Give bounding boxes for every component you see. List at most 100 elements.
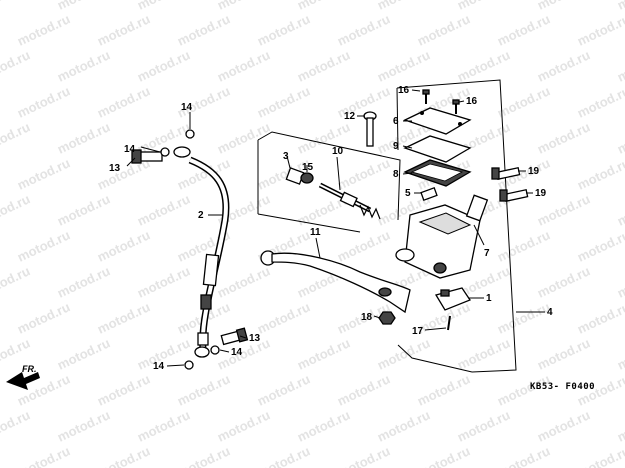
callout-14-b: 14 <box>124 144 136 155</box>
watermark-text: motod.ru <box>455 0 512 13</box>
callout-13-top: 13 <box>109 163 121 174</box>
watermark-text: motod.ru <box>255 443 312 468</box>
brake-lever <box>260 250 411 314</box>
banjo-bolt-bottom <box>220 327 249 346</box>
watermark-text: motod.ru <box>455 335 512 372</box>
watermark-text: motod.ru <box>535 335 592 372</box>
master-cylinder-body <box>395 194 489 279</box>
watermark-text: motod.ru <box>135 191 192 228</box>
watermark-text: motod.ru <box>215 119 272 156</box>
watermark-text: motod.ru <box>575 227 625 264</box>
watermark-text: motod.ru <box>135 263 192 300</box>
watermark-text: motod.ru <box>575 443 625 468</box>
watermark-text: motod.ru <box>15 83 72 120</box>
watermark-text: motod.ru <box>95 227 152 264</box>
callout-3: 3 <box>283 151 289 162</box>
callout-10: 10 <box>332 146 344 157</box>
watermark-text: motod.ru <box>15 155 72 192</box>
watermark-text: motod.ru <box>215 0 272 13</box>
watermark-text: motod.ru <box>55 263 112 300</box>
watermark-text: motod.ru <box>15 443 72 468</box>
group-outline-4 <box>396 79 545 373</box>
group-outline-10 <box>257 131 401 233</box>
watermark-text: motod.ru <box>135 47 192 84</box>
callout-8: 8 <box>393 169 399 180</box>
callout-16-a: 16 <box>398 85 410 96</box>
watermark-text: motod.ru <box>495 227 552 264</box>
callout-9: 9 <box>393 141 399 152</box>
front-direction-arrow: FR. <box>6 364 40 390</box>
watermark-text: motod.ru <box>55 119 112 156</box>
watermark-text: motod.ru <box>15 227 72 264</box>
indicator-plate <box>420 187 438 201</box>
watermark-text: motod.ru <box>0 407 32 444</box>
callout-1: 1 <box>486 293 492 304</box>
callout-6: 6 <box>393 116 399 127</box>
callout-labels: 1 2 3 4 5 6 7 8 9 10 11 12 13 13 14 14 1… <box>109 85 553 372</box>
callout-18: 18 <box>361 312 373 323</box>
callout-14-d: 14 <box>153 361 165 372</box>
watermark-text: motod.ru <box>295 119 352 156</box>
reservoir-cap <box>403 107 472 135</box>
watermark-text: motod.ru <box>135 0 192 13</box>
washer-mid-bottom <box>210 345 220 355</box>
watermark-text: motod.ru <box>55 0 112 13</box>
leader-lines <box>126 89 533 367</box>
clamp-bolt-b <box>499 189 529 202</box>
watermark-text: motod.ru <box>255 371 312 408</box>
pivot-bolt <box>363 111 377 147</box>
watermark-text: motod.ru <box>295 0 352 13</box>
banjo-bolt-top <box>131 149 163 164</box>
watermark-text: motod.ru <box>0 191 32 228</box>
callout-19-a: 19 <box>528 166 540 177</box>
watermark-text: motod.ru <box>0 263 32 300</box>
clamp-bolt-a <box>491 167 521 180</box>
callout-11: 11 <box>310 227 321 238</box>
watermark-text: motod.ru <box>415 443 472 468</box>
watermark-text: motod.ru <box>55 335 112 372</box>
watermark-text: motod.ru <box>495 299 552 336</box>
piston-set <box>285 167 381 220</box>
watermark-text: motod.ru <box>15 299 72 336</box>
callout-14-c: 14 <box>231 347 243 358</box>
watermark-text: motod.ru <box>175 443 232 468</box>
watermark-text: motod.ru <box>615 119 625 156</box>
watermark-text: motod.ru <box>335 11 392 48</box>
watermark-text: motod.ru <box>415 11 472 48</box>
screw-16a <box>422 89 430 104</box>
watermark-text: motod.ru <box>95 299 152 336</box>
watermark-text: motod.ru <box>575 83 625 120</box>
watermark-text: motod.ru <box>335 155 392 192</box>
watermark-text: motod.ru <box>615 191 625 228</box>
watermark-text: motod.ru <box>295 407 352 444</box>
watermark-text: motod.ru <box>15 11 72 48</box>
watermark-text: motod.ru <box>535 119 592 156</box>
watermark-text: motod.ru <box>495 443 552 468</box>
watermark-text: motod.ru <box>575 11 625 48</box>
callout-13-bottom: 13 <box>249 333 261 344</box>
screw-16b <box>452 99 460 114</box>
callout-17: 17 <box>412 326 424 337</box>
watermark-text: motod.ru <box>135 407 192 444</box>
watermark-text: motod.ru <box>215 407 272 444</box>
watermark-text: motod.ru <box>615 407 625 444</box>
watermark-text: motod.ru <box>415 371 472 408</box>
cap-plate <box>403 135 472 163</box>
watermark-text: motod.ru <box>335 443 392 468</box>
watermark-text: motod.ru <box>255 11 312 48</box>
watermark-text: motod.ru <box>535 0 592 13</box>
watermark-text: motod.ru <box>55 407 112 444</box>
watermark-text: motod.ru <box>375 0 432 13</box>
watermark-text: motod.ru <box>615 263 625 300</box>
brake-hose <box>173 146 230 358</box>
watermark-text: motod.ru <box>335 371 392 408</box>
watermark-text: motod.ru <box>175 11 232 48</box>
watermark-text: motod.ru <box>615 335 625 372</box>
brake-switch <box>434 287 471 311</box>
watermark-text: motod.ru <box>0 119 32 156</box>
watermark-text: motod.ru <box>575 155 625 192</box>
watermark-text: motod.ru <box>335 227 392 264</box>
watermark-text: motod.ru <box>295 47 352 84</box>
